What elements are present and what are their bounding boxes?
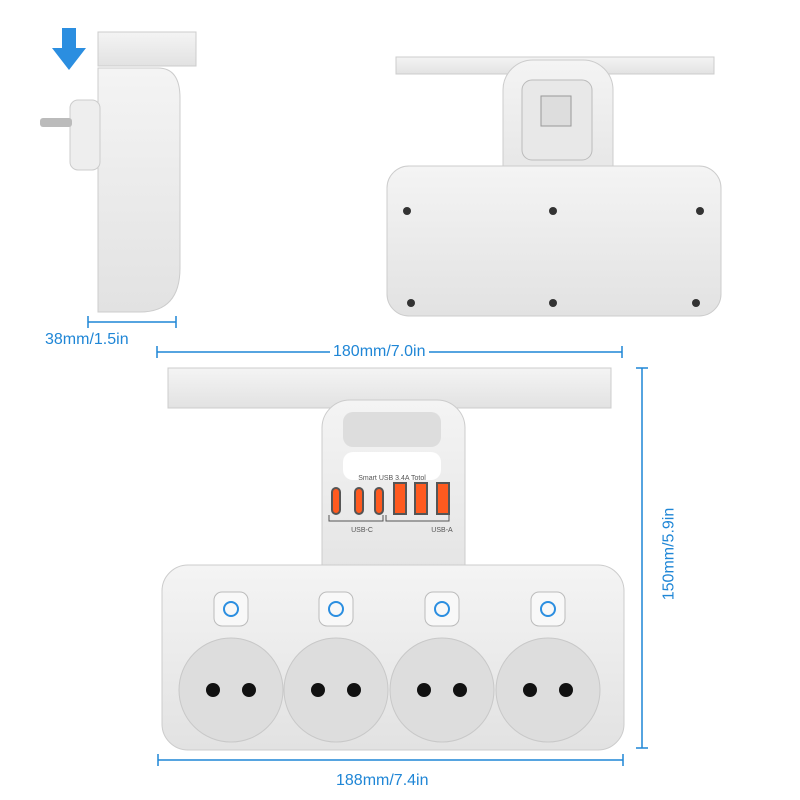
back-view [386, 56, 722, 317]
usb-a-label: USB-A [431, 527, 453, 534]
bottom-width-dimension: 188mm/7.4in [333, 772, 432, 790]
top-width-dimension: 180mm/7.0in [330, 343, 429, 361]
depth-dimension: 38mm/1.5in [42, 331, 132, 349]
socket-row [178, 591, 601, 743]
dimension-lines [87, 316, 648, 766]
usb-c-label: USB-C [351, 527, 373, 534]
arrow-down-icon [52, 28, 86, 70]
height-dimension: 150mm/5.9in [660, 504, 679, 604]
front-view [161, 367, 625, 751]
side-view [40, 28, 197, 313]
panel-title: Smart USB 3.4A Totol [358, 475, 426, 482]
